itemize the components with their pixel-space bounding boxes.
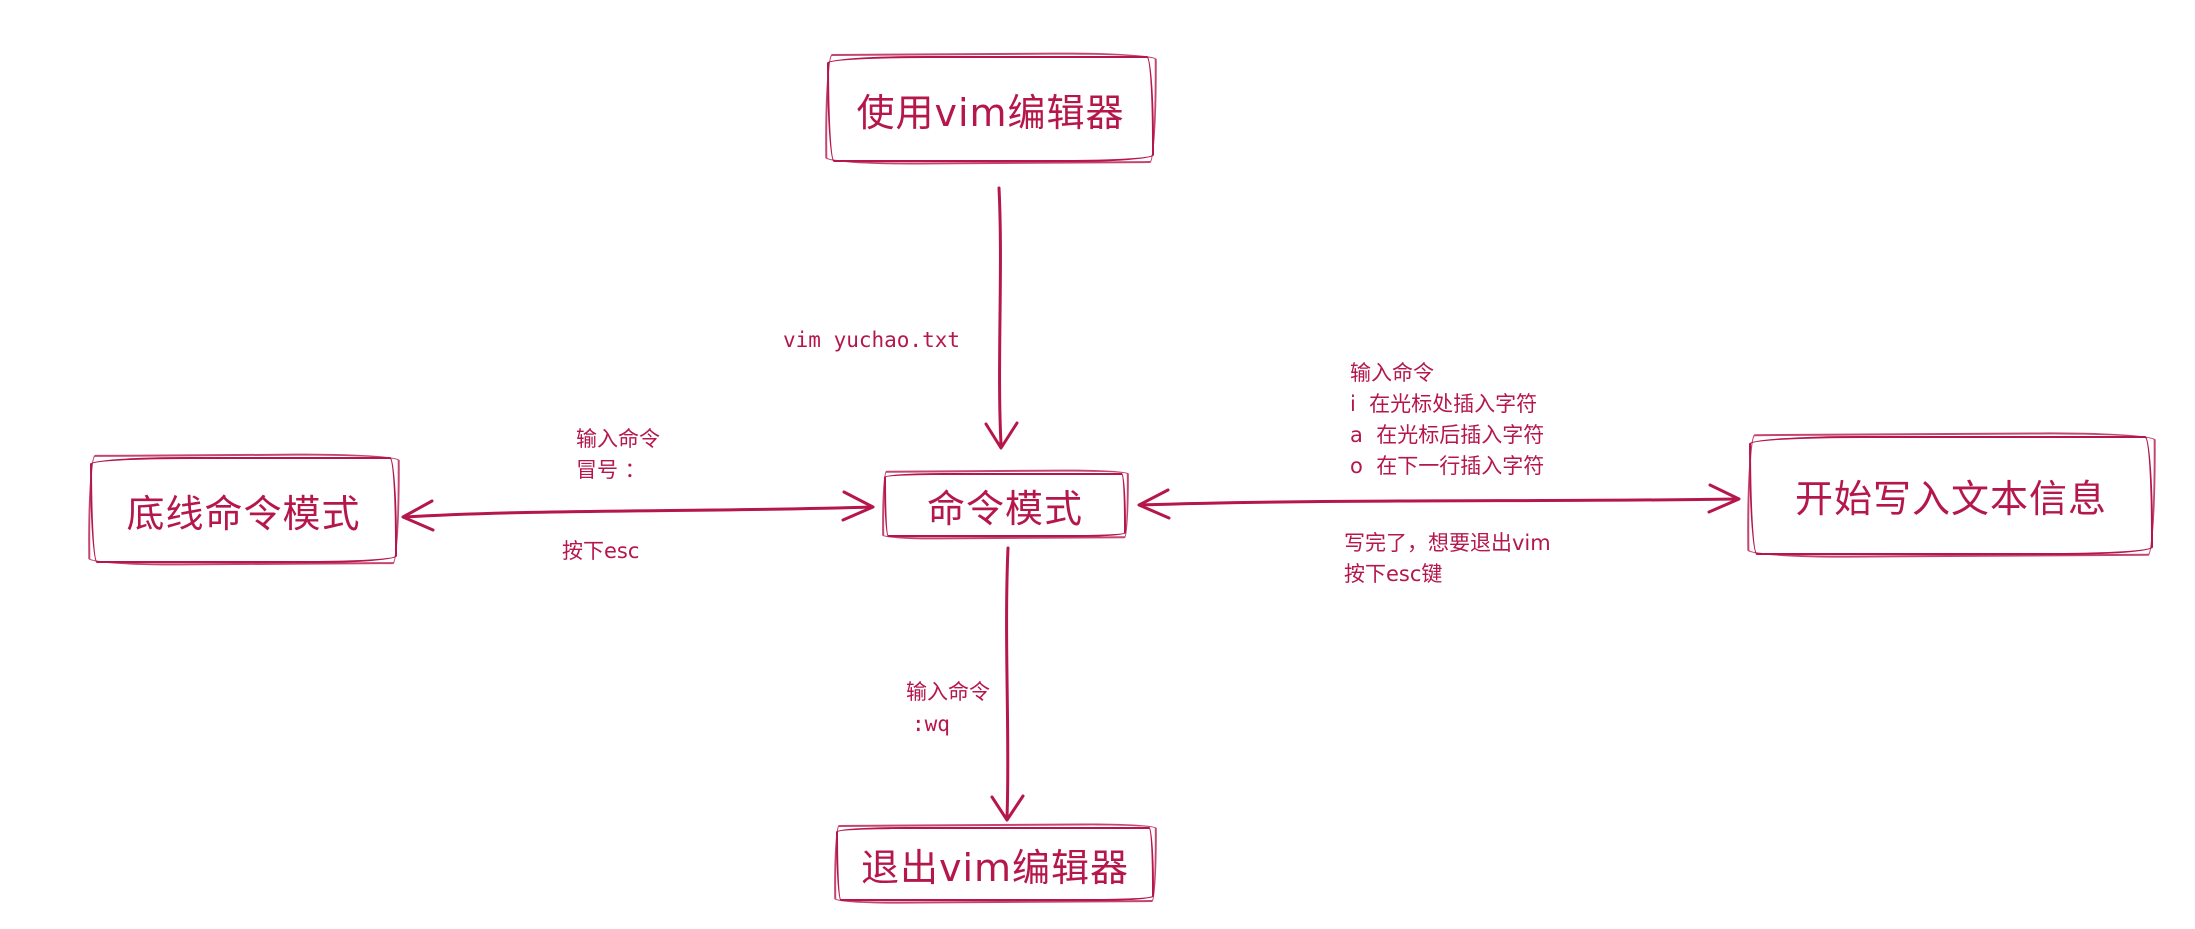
node-exit-vim-editor: 退出vim编辑器 [836,827,1154,901]
edge-label-press-esc: 按下esc [562,539,640,563]
node-label: 命令模式 [926,486,1083,531]
node-label: 使用vim编辑器 [856,90,1125,135]
edge-label-line: 输入命令 [576,427,660,451]
edge-label-line: a 在光标后插入字符 [1350,423,1545,447]
edge-label-colon-command: 输入命令 冒号 ： [576,424,660,486]
edge-label-line: o 在下一行插入字符 [1350,454,1545,478]
arrowhead-down-icon [984,421,1019,450]
edge-label-insert-commands: 输入命令 i 在光标处插入字符 a 在光标后插入字符 o 在下一行插入字符 [1350,358,1544,482]
node-start-writing-text: 开始写入文本信息 [1749,436,2153,555]
node-label: 开始写入文本信息 [1794,477,2107,521]
arrow-command-mode-write-text [1138,497,1739,507]
edge-label-wq-command: :wq [912,712,950,736]
edge-label-line: 按下esc键 [1344,562,1443,586]
arrowhead-down-icon [990,794,1025,822]
edge-label-line: i 在光标处插入字符 [1350,392,1538,416]
arrow-bottomline-command-mode [403,505,873,519]
arrowhead-left-icon [401,499,435,532]
edge-label-line: 冒号 ： [576,458,646,482]
edge-label-line: 输入命令 [1350,361,1434,385]
arrowhead-right-icon [1707,483,1741,514]
node-bottom-line-command-mode: 底线命令模式 [90,457,397,563]
edge-label-done-writing: 写完了，想要退出vim 按下esc键 [1344,528,1551,590]
edge-label-input-command: 输入命令 [906,680,990,704]
edge-label-vim-open-command: vim yuchao.txt [783,328,961,352]
arrow-command-mode-to-exit-vim [1005,546,1010,819]
arrowhead-right-icon [841,490,875,522]
node-label: 退出vim编辑器 [860,845,1130,890]
arrow-use-vim-to-command-mode [997,186,1003,446]
node-command-mode: 命令模式 [884,473,1126,537]
edge-label-line: 写完了，想要退出vim [1344,531,1551,555]
node-use-vim-editor: 使用vim编辑器 [827,56,1154,162]
node-label: 底线命令模式 [126,491,361,536]
arrowhead-left-icon [1137,488,1171,520]
